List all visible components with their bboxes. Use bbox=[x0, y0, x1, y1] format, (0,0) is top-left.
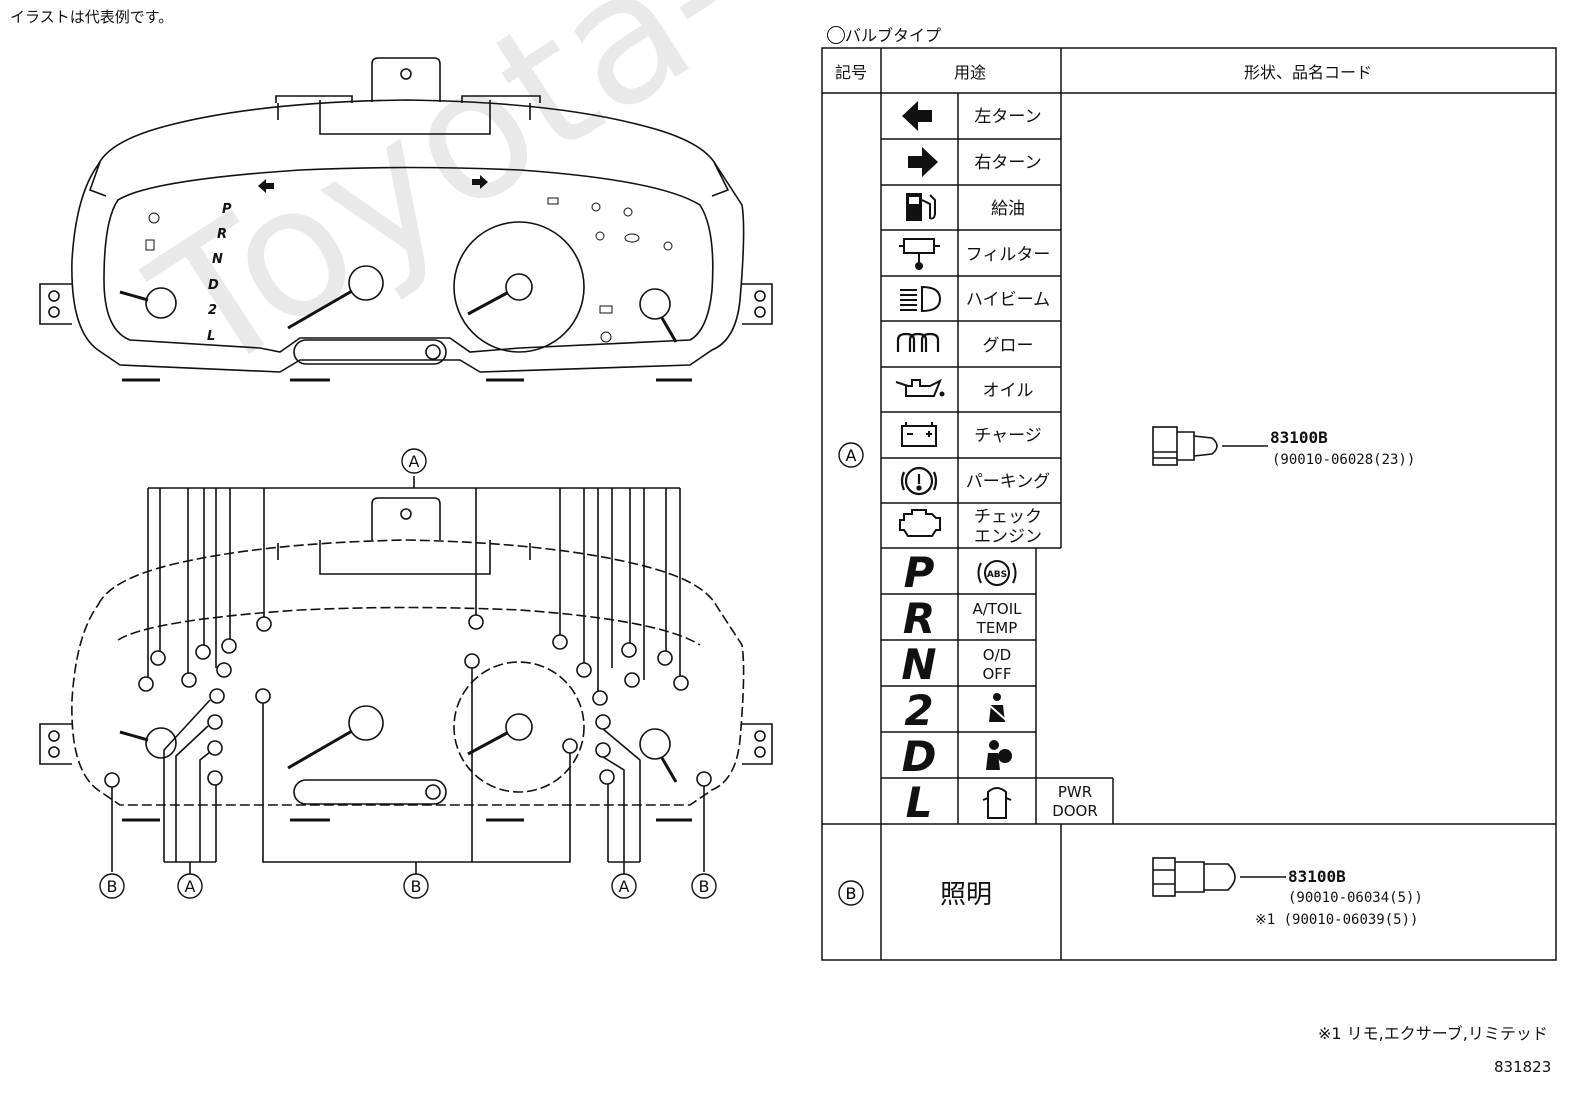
callout-a-right: A bbox=[611, 873, 637, 899]
callout-b-left: B bbox=[99, 873, 125, 899]
cluster-front-view bbox=[39, 57, 773, 382]
door-ajar-icon bbox=[982, 787, 1012, 819]
svg-text:B: B bbox=[699, 877, 710, 896]
right-arrow-icon bbox=[472, 175, 488, 189]
use-label-parking: パーキング bbox=[966, 472, 1051, 492]
callout-b-center: B bbox=[403, 873, 429, 899]
extra-letter-r: R bbox=[903, 594, 935, 643]
oil-can-icon bbox=[895, 378, 945, 397]
use-label-glow: グロー bbox=[983, 336, 1034, 356]
use-label-high-beam: ハイビーム bbox=[966, 290, 1050, 310]
use-label-left-turn: 左ターン bbox=[974, 107, 1041, 127]
group-a-part-number: (90010-06028(23)) bbox=[1272, 452, 1415, 468]
fuel-pump-icon bbox=[906, 193, 936, 221]
high-beam-icon bbox=[900, 285, 942, 313]
seatbelt-icon bbox=[987, 693, 1007, 722]
svg-text:A: A bbox=[846, 446, 857, 465]
figure-id: 831823 bbox=[1494, 1058, 1552, 1076]
left-arrow-icon bbox=[258, 179, 274, 193]
use-label-fuel: 給油 bbox=[991, 199, 1025, 219]
gear-letter-p: P bbox=[222, 202, 232, 217]
svg-text:B: B bbox=[846, 884, 857, 903]
group-b-symbol: B bbox=[838, 880, 864, 906]
use-label-charge: チャージ bbox=[974, 426, 1042, 446]
extra-letter-d: D bbox=[902, 732, 937, 781]
glow-plug-icon bbox=[896, 332, 940, 352]
gear-letter-l: L bbox=[207, 329, 215, 344]
group-b-use: 照明 bbox=[940, 880, 992, 910]
check-engine-icon bbox=[899, 509, 941, 537]
header-symbol: 記号 bbox=[835, 63, 867, 82]
svg-text:B: B bbox=[411, 877, 422, 896]
svg-text:B: B bbox=[107, 877, 118, 896]
telltale-icons bbox=[145, 197, 673, 343]
gear-indicator-labels: P R N D 2 L bbox=[207, 202, 232, 344]
group-a-symbol: A bbox=[838, 442, 864, 468]
header-use: 用途 bbox=[954, 63, 986, 82]
bulb-table: 記号 用途 形状、品名コード A B 左ターン 右ターン 給油 フィルター ハイ… bbox=[821, 47, 1557, 961]
airbag-icon bbox=[986, 740, 1012, 770]
right-arrow-icon bbox=[908, 147, 938, 177]
use-label-check-engine-line2: エンジン bbox=[974, 527, 1042, 547]
group-b-alt-part-number: ※1 (90010-06039(5)) bbox=[1255, 912, 1418, 928]
callout-b-right: B bbox=[691, 873, 717, 899]
footnote: ※1 リモ,エクサーブ,リミテッド bbox=[1318, 1024, 1548, 1043]
gear-letter-n: N bbox=[212, 252, 223, 267]
extra-od-line1: O/D bbox=[983, 646, 1011, 664]
extra-pwr-line2: DOOR bbox=[1052, 802, 1098, 820]
cluster-drawings: P R N D 2 L A B A B bbox=[39, 57, 773, 899]
gear-letter-2: 2 bbox=[208, 303, 217, 318]
extra-letter-2: 2 bbox=[904, 686, 933, 735]
extra-atoil-line1: A/TOIL bbox=[972, 600, 1022, 618]
bulb-table-title: バルブタイプ bbox=[845, 26, 942, 45]
cluster-rear-view bbox=[39, 476, 773, 874]
callout-a-top: A bbox=[401, 448, 427, 474]
extra-atoil-line2: TEMP bbox=[976, 619, 1018, 637]
extra-letter-p: P bbox=[904, 548, 935, 597]
turn-arrows bbox=[258, 175, 488, 193]
svg-text:A: A bbox=[185, 877, 196, 896]
battery-icon bbox=[901, 422, 937, 447]
use-label-check-engine-line1: チェック bbox=[974, 507, 1042, 527]
extra-letter-n: N bbox=[901, 640, 936, 689]
callout-a-left: A bbox=[177, 873, 203, 899]
extra-od-line2: OFF bbox=[982, 665, 1011, 683]
use-label-right-turn: 右ターン bbox=[974, 153, 1041, 173]
group-a-part-code: 83100B bbox=[1270, 428, 1328, 447]
svg-text:A: A bbox=[619, 877, 630, 896]
use-label-oil: オイル bbox=[983, 381, 1034, 401]
extra-letter-l: L bbox=[906, 778, 933, 827]
svg-text:A: A bbox=[409, 452, 420, 471]
group-b-part-number: (90010-06034(5)) bbox=[1288, 890, 1423, 906]
use-label-filter: フィルター bbox=[966, 245, 1051, 265]
abs-icon bbox=[977, 560, 1017, 586]
parking-brake-icon bbox=[900, 466, 938, 496]
gear-letter-d: D bbox=[208, 278, 219, 293]
abs-label: ABS bbox=[987, 570, 1007, 580]
group-b-part-code: 83100B bbox=[1288, 867, 1346, 886]
filter-icon bbox=[899, 238, 940, 270]
header-note: イラストは代表例です。 bbox=[10, 8, 174, 26]
header-shape-code: 形状、品名コード bbox=[1244, 63, 1372, 82]
extra-pwr-line1: PWR bbox=[1058, 783, 1092, 801]
gear-letter-r: R bbox=[217, 227, 227, 242]
bulb-type-marker bbox=[827, 26, 845, 44]
left-arrow-icon bbox=[902, 101, 932, 131]
bulb-a-illustration bbox=[1152, 426, 1268, 466]
bulb-b-illustration bbox=[1152, 857, 1286, 897]
